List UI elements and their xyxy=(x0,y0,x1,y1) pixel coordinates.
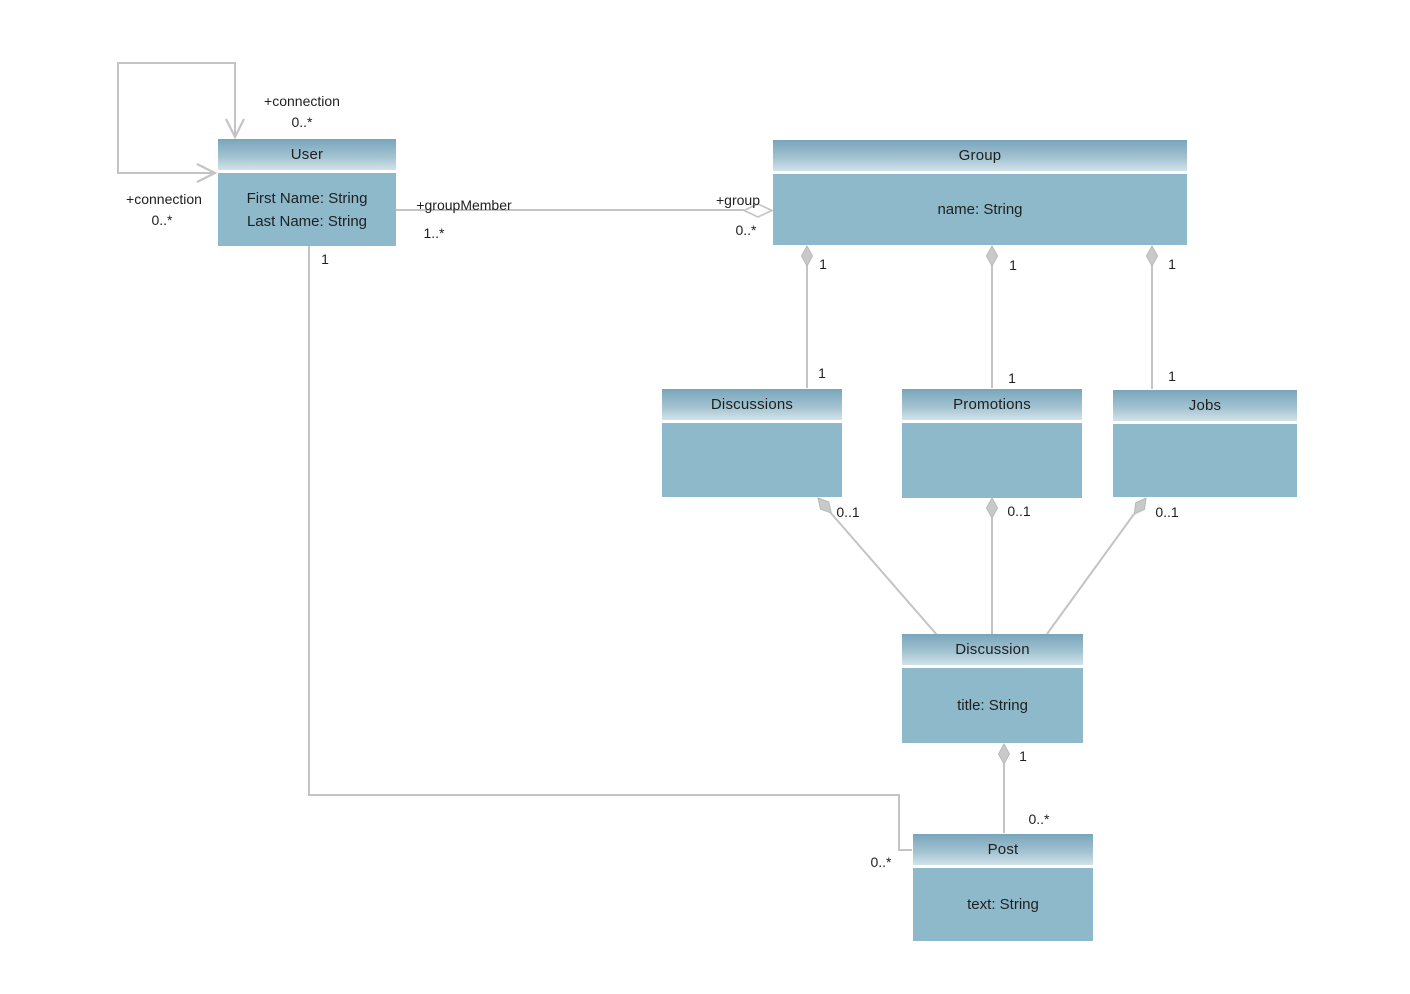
class-user-attributes: First Name: String Last Name: String xyxy=(218,173,396,246)
multiplicity-label: 0..1 xyxy=(836,504,860,520)
class-jobs[interactable]: Jobs xyxy=(1113,390,1297,497)
filled-diamond-icon xyxy=(1133,497,1147,516)
multiplicity-label: 1 xyxy=(1009,257,1017,273)
class-discussions-attributes xyxy=(662,423,842,497)
group-discussions-connector xyxy=(800,244,814,388)
class-group-title: Group xyxy=(773,140,1187,174)
class-discussion-title: Discussion xyxy=(902,634,1083,668)
multiplicity-label: 0..* xyxy=(1028,811,1050,827)
filled-diamond-icon xyxy=(817,497,832,514)
class-post[interactable]: Post text: String xyxy=(913,834,1093,941)
multiplicity-label: 1 xyxy=(321,251,329,267)
class-attribute: text: String xyxy=(967,896,1039,913)
class-discussion[interactable]: Discussion title: String xyxy=(902,634,1083,743)
multiplicity-label: 1 xyxy=(818,365,826,381)
user-self-association-connector xyxy=(117,62,245,183)
class-attribute: name: String xyxy=(937,201,1023,218)
multiplicity-label: 1..* xyxy=(423,225,445,241)
multiplicity-label: 1 xyxy=(1168,256,1176,272)
role-label-groupmember: +groupMember xyxy=(416,197,512,213)
multiplicity-label: 0..* xyxy=(735,222,757,238)
filled-diamond-icon xyxy=(1145,244,1159,268)
multiplicity-label: 0..* xyxy=(870,854,892,870)
class-attribute: First Name: String xyxy=(246,189,368,207)
class-user[interactable]: User First Name: String Last Name: Strin… xyxy=(218,139,396,246)
multiplicity-label: 0..1 xyxy=(1155,504,1179,520)
role-label-connection-top: +connection xyxy=(264,93,340,109)
filled-diamond-icon xyxy=(985,244,999,268)
class-group-attributes: name: String xyxy=(773,174,1187,245)
jobs-discussion-connector xyxy=(1046,497,1147,635)
filled-diamond-icon xyxy=(800,244,814,268)
multiplicity-label: 0..1 xyxy=(1007,503,1031,519)
promotions-discussion-connector xyxy=(985,496,999,634)
role-label-group: +group xyxy=(716,192,760,208)
multiplicity-label: 1 xyxy=(1168,368,1176,384)
class-discussions[interactable]: Discussions xyxy=(662,389,842,497)
multiplicity-label: 1 xyxy=(819,256,827,272)
open-arrow-right-icon xyxy=(196,163,218,183)
multiplicity-label: 1 xyxy=(1008,370,1016,386)
multiplicity-label: 1 xyxy=(1019,748,1027,764)
class-promotions[interactable]: Promotions xyxy=(902,389,1082,498)
hollow-diamond-icon xyxy=(742,203,774,218)
class-post-attributes: text: String xyxy=(913,868,1093,941)
class-group[interactable]: Group name: String xyxy=(773,140,1187,245)
group-jobs-connector xyxy=(1145,244,1159,389)
filled-diamond-icon xyxy=(997,742,1011,766)
class-attribute: Last Name: String xyxy=(246,212,368,230)
discussions-discussion-connector xyxy=(817,497,938,636)
class-user-title: User xyxy=(218,139,396,173)
class-promotions-attributes xyxy=(902,423,1082,498)
class-discussions-title: Discussions xyxy=(662,389,842,423)
user-post-connector xyxy=(308,246,912,851)
multiplicity-label: 0..* xyxy=(151,212,173,228)
class-promotions-title: Promotions xyxy=(902,389,1082,423)
class-discussion-attributes: title: String xyxy=(902,668,1083,743)
class-jobs-attributes xyxy=(1113,424,1297,497)
multiplicity-label: 0..* xyxy=(291,114,313,130)
filled-diamond-icon xyxy=(985,496,999,520)
discussion-post-connector xyxy=(997,742,1011,833)
class-jobs-title: Jobs xyxy=(1113,390,1297,424)
open-arrow-down-icon xyxy=(225,118,245,140)
class-post-title: Post xyxy=(913,834,1093,868)
role-label-connection-left: +connection xyxy=(126,191,202,207)
group-promotions-connector xyxy=(985,244,999,388)
class-attribute: title: String xyxy=(957,697,1028,714)
user-group-association-connector xyxy=(396,203,774,218)
